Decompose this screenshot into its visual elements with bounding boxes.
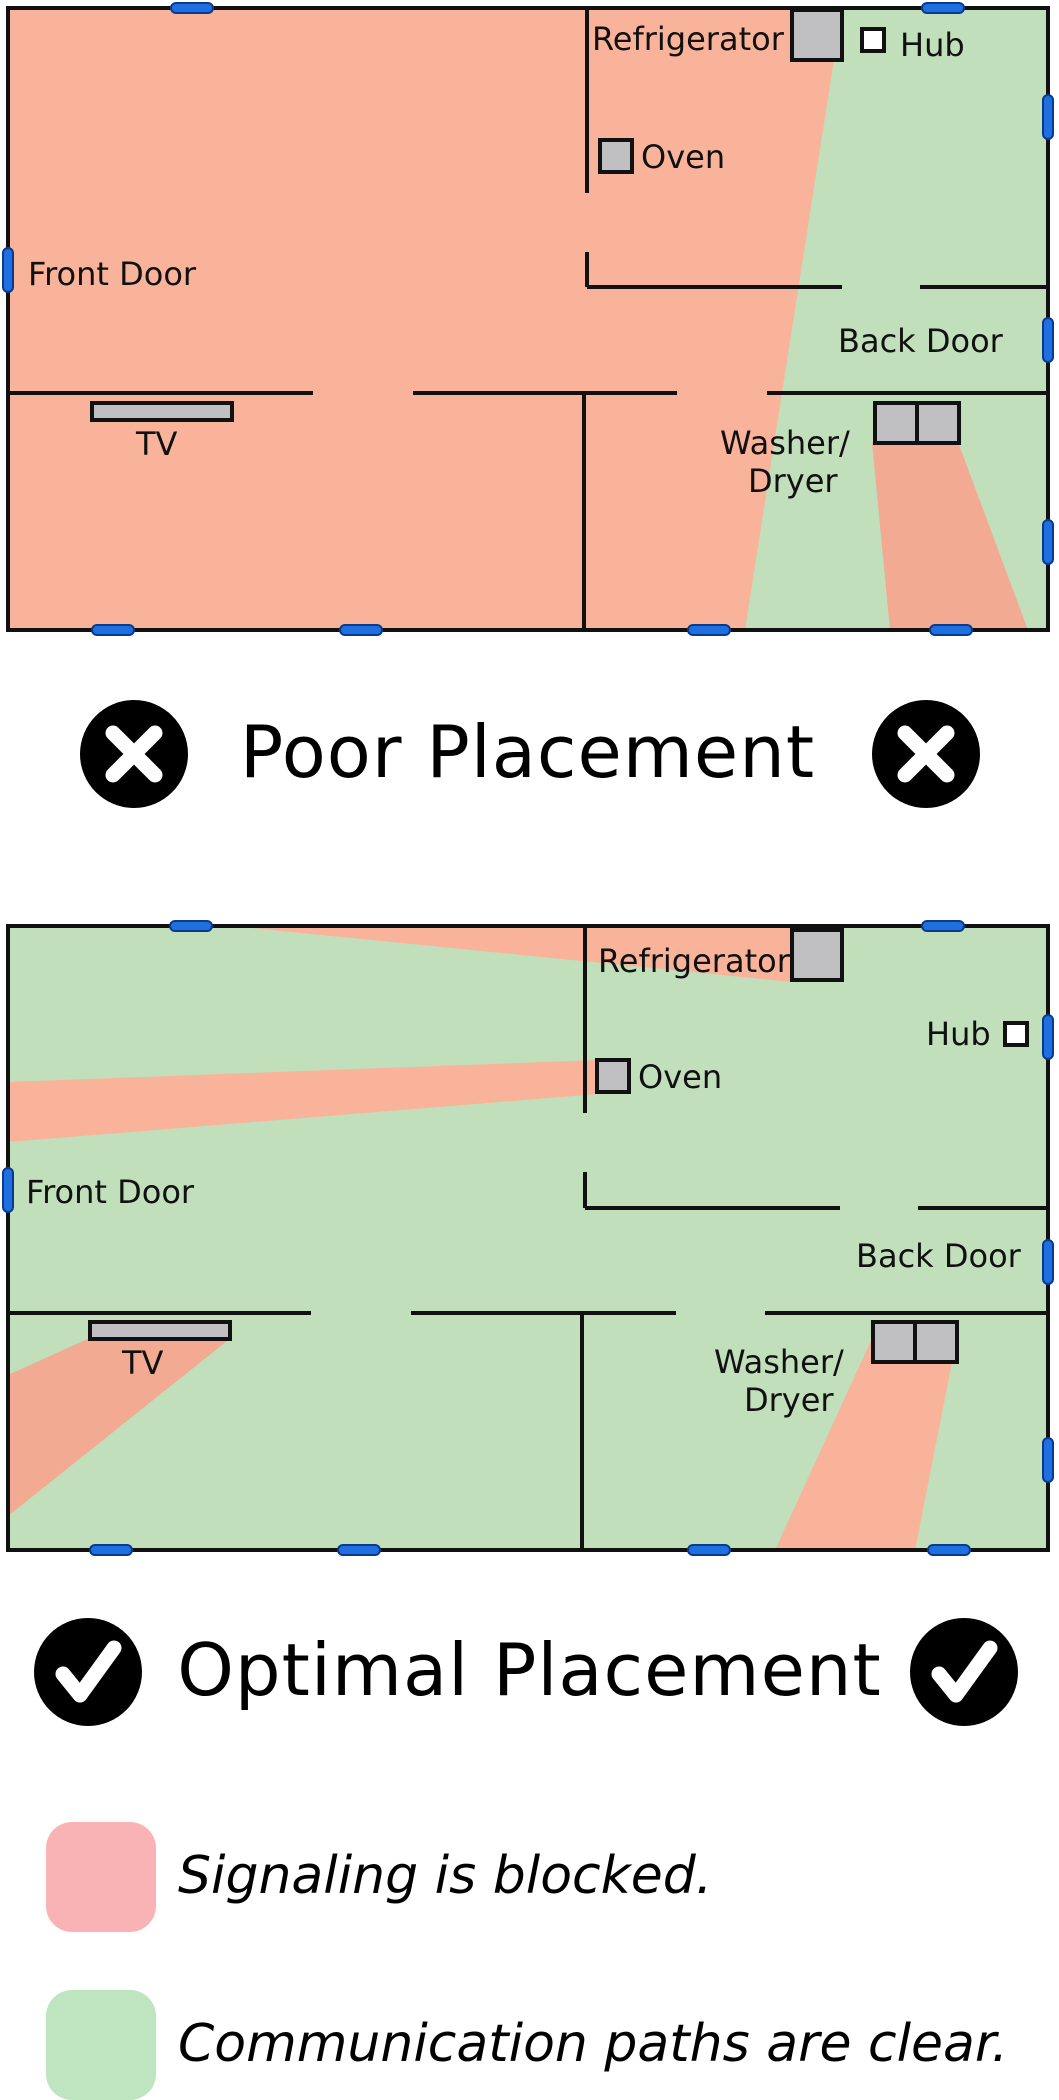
optimal-heading-row: Optimal Placement xyxy=(0,1608,1059,1728)
window xyxy=(169,920,213,932)
optimal-label-tv: TV xyxy=(121,1344,164,1382)
floor-plan-poor: Refrigerator Hub Oven Front Door Back Do… xyxy=(0,0,1059,640)
poor-interior-walls xyxy=(8,8,1048,630)
optimal-label-refrigerator: Refrigerator xyxy=(598,942,791,980)
optimal-interior-walls xyxy=(8,926,1048,1550)
window xyxy=(1042,317,1054,363)
optimal-label-back-door: Back Door xyxy=(856,1237,1022,1275)
poor-appliances xyxy=(90,8,961,445)
poor-label-oven: Oven xyxy=(641,138,725,176)
optimal-fridge-blocked-beam xyxy=(232,926,792,982)
window xyxy=(921,920,965,932)
optimal-washer-blocked-beam xyxy=(775,1332,958,1550)
floor-plan-optimal-svg: Refrigerator Hub Oven Front Door Back Do… xyxy=(2,920,1054,1556)
window xyxy=(1042,1437,1054,1483)
window xyxy=(687,1544,731,1556)
oven-box xyxy=(598,138,634,174)
optimal-label-dryer: Dryer xyxy=(744,1381,834,1419)
legend-swatch-blocked xyxy=(46,1822,156,1932)
poor-windows xyxy=(2,2,1054,636)
oven-box xyxy=(595,1058,631,1094)
window xyxy=(927,1544,971,1556)
optimal-outer-wall xyxy=(6,924,1050,1552)
window xyxy=(91,624,135,636)
poor-label-dryer: Dryer xyxy=(748,462,838,500)
floor-plan-optimal: Refrigerator Hub Oven Front Door Back Do… xyxy=(0,920,1059,1560)
optimal-label-hub: Hub xyxy=(926,1015,991,1053)
refrigerator-box xyxy=(790,8,844,62)
optimal-label-oven: Oven xyxy=(638,1058,722,1096)
poor-washer-blocked-beam xyxy=(872,442,1028,630)
hub-box xyxy=(860,27,886,53)
optimal-tv-blocked-beam xyxy=(8,1337,232,1516)
legend-text-clear: Communication paths are clear. xyxy=(178,2014,1009,2074)
window xyxy=(1042,519,1054,565)
tv-box xyxy=(90,401,234,422)
window xyxy=(687,624,731,636)
refrigerator-box xyxy=(790,928,844,982)
window xyxy=(2,1167,14,1213)
window xyxy=(337,1544,381,1556)
window xyxy=(339,624,383,636)
floor-plan-poor-svg: Refrigerator Hub Oven Front Door Back Do… xyxy=(2,2,1054,636)
window xyxy=(929,624,973,636)
legend-clear: Communication paths are clear. xyxy=(46,1990,1046,2100)
dryer-box xyxy=(915,401,961,445)
washer-box xyxy=(873,401,919,445)
x-mark-icon xyxy=(80,700,188,808)
poor-label-tv: TV xyxy=(135,425,178,463)
hub-box xyxy=(1003,1021,1029,1047)
legend-blocked: Signaling is blocked. xyxy=(46,1822,1046,1932)
window xyxy=(1042,1014,1054,1060)
check-mark-icon xyxy=(910,1618,1018,1726)
window xyxy=(2,247,14,293)
window xyxy=(1042,94,1054,140)
dryer-box xyxy=(913,1320,959,1364)
poor-label-back-door: Back Door xyxy=(838,322,1004,360)
tv-box xyxy=(88,1320,232,1341)
check-mark-icon xyxy=(34,1618,142,1726)
poor-clear-zone xyxy=(745,8,1048,630)
poor-label-hub: Hub xyxy=(900,26,965,64)
poor-label-refrigerator: Refrigerator xyxy=(592,20,785,58)
window xyxy=(89,1544,133,1556)
poor-label-washer: Washer/ xyxy=(720,424,850,462)
optimal-appliances xyxy=(88,928,1029,1364)
poor-heading: Poor Placement xyxy=(239,710,816,794)
poor-heading-row: Poor Placement xyxy=(0,690,1059,810)
optimal-oven-blocked-beam xyxy=(8,1060,598,1142)
legend-text-blocked: Signaling is blocked. xyxy=(178,1846,713,1906)
washer-box xyxy=(871,1320,917,1364)
window xyxy=(1042,1239,1054,1285)
x-mark-icon xyxy=(872,700,980,808)
legend-swatch-clear xyxy=(46,1990,156,2100)
optimal-heading: Optimal Placement xyxy=(177,1628,882,1712)
window xyxy=(170,2,214,14)
optimal-label-washer: Washer/ xyxy=(714,1343,844,1381)
window xyxy=(921,2,965,14)
optimal-windows xyxy=(2,920,1054,1556)
optimal-label-front-door: Front Door xyxy=(26,1173,195,1211)
poor-label-front-door: Front Door xyxy=(28,255,197,293)
